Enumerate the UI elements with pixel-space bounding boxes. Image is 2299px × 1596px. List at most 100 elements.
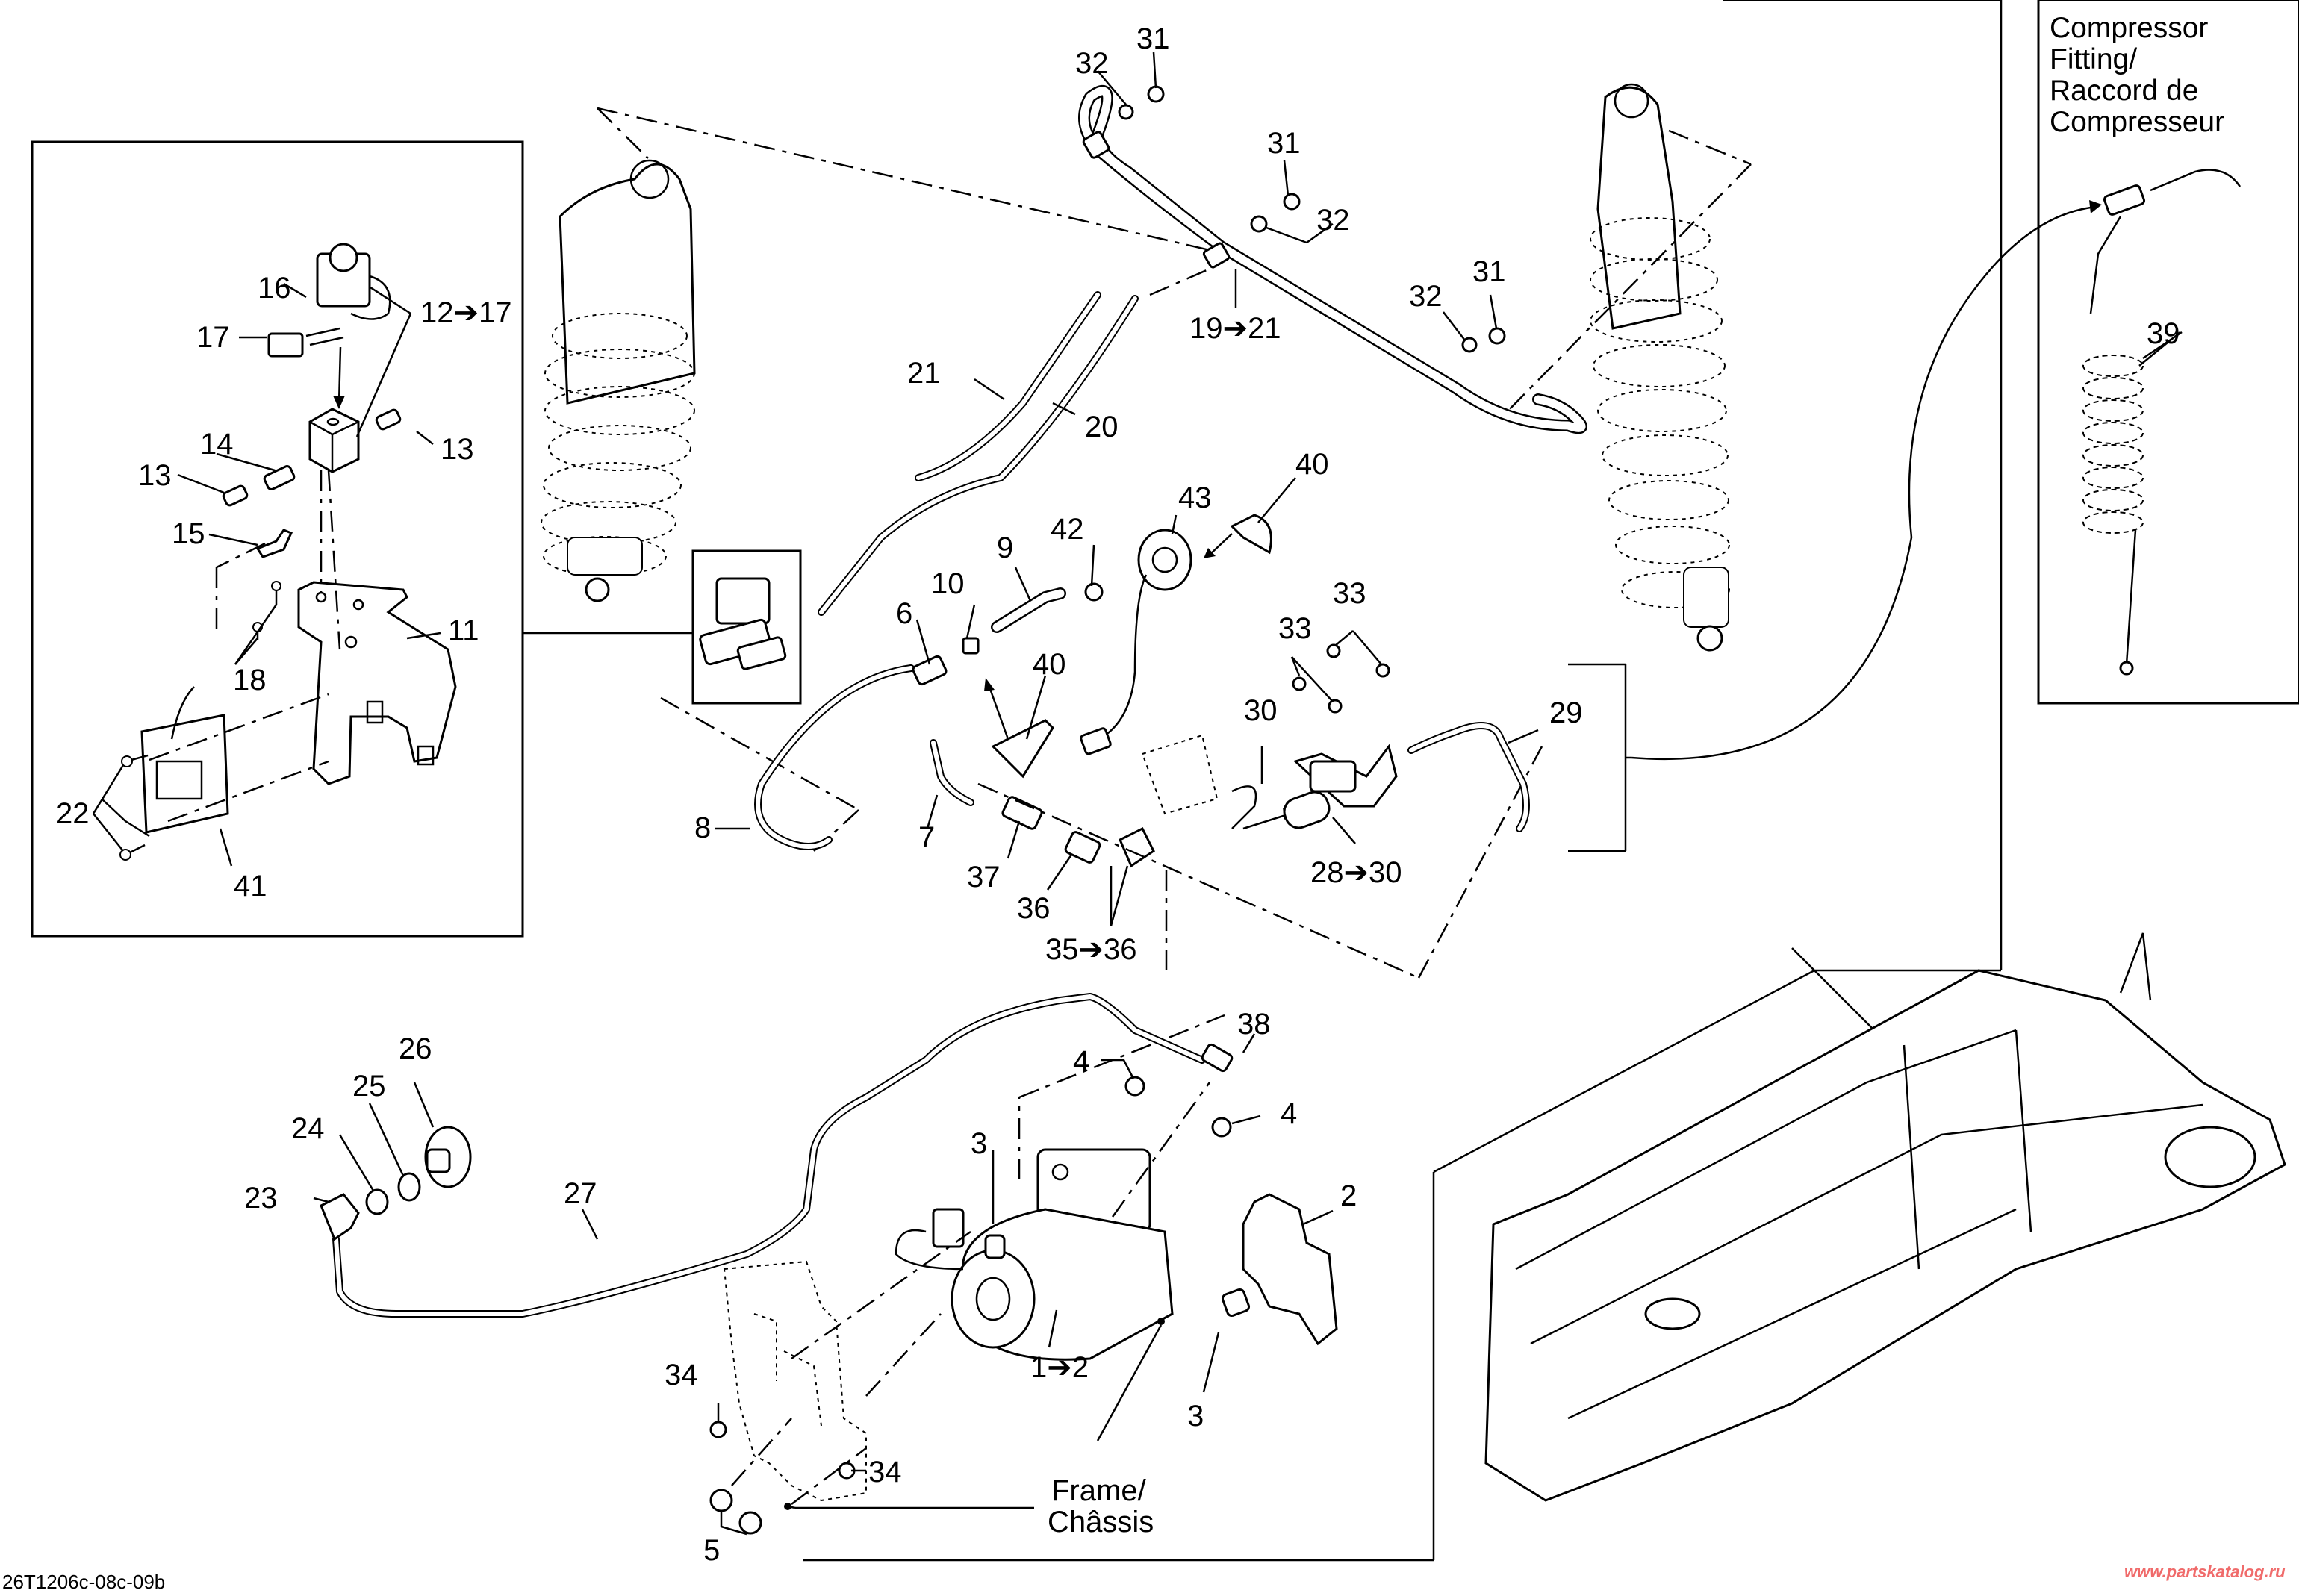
fitting-part	[375, 408, 402, 431]
compressor-fitting-title-3: Raccord de	[2050, 75, 2198, 107]
elbow-23	[320, 1193, 360, 1241]
callout-37: 37	[967, 861, 1001, 894]
callout-40a: 40	[1295, 448, 1329, 481]
tee-fitting-part	[1202, 242, 1231, 269]
fitting-part	[222, 484, 249, 507]
callout-2: 2	[1340, 1179, 1357, 1212]
callout-21: 21	[907, 357, 941, 390]
callout-5: 5	[703, 1534, 720, 1567]
callout-35-36: 35➔36	[1045, 933, 1137, 966]
valve-block-inset-frame	[31, 140, 524, 938]
valve-detail-frame	[691, 549, 802, 705]
callout-leaders	[313, 52, 2183, 1536]
sensor-mount-outline	[1141, 734, 1219, 815]
compressor-fitting-inset	[1723, 0, 2299, 970]
center-fittings	[754, 514, 1543, 979]
callout-12-17: 12➔17	[420, 296, 512, 329]
elbow-35	[1119, 826, 1155, 868]
nut-10	[962, 637, 980, 655]
callout-6: 6	[896, 597, 912, 630]
clip-40a	[1230, 514, 1272, 555]
callout-9: 9	[997, 532, 1013, 564]
callout-labels: 16 17 12➔17 14 13 13 15 11 18 22 41 32 3…	[2, 12, 2286, 1593]
frame-label-line-1: Frame/	[1051, 1474, 1147, 1507]
compressor-fitting-title-1: Compressor	[2050, 12, 2208, 44]
fitting-36	[1064, 831, 1101, 864]
callout-20: 20	[1085, 411, 1119, 443]
bolt-5a	[709, 1489, 733, 1512]
callout-30: 30	[1244, 694, 1278, 727]
callout-4b: 4	[1281, 1097, 1297, 1130]
valve-manifold-block	[308, 408, 360, 473]
vehicle-frame	[803, 932, 2286, 1562]
compressor-fitting-title-4: Compresseur	[2050, 106, 2224, 138]
callout-27: 27	[564, 1177, 597, 1210]
callout-39: 39	[2147, 317, 2180, 350]
clip-40b	[991, 719, 1054, 779]
elbow-38	[1201, 1043, 1234, 1073]
callout-14: 14	[200, 428, 234, 461]
callout-28-30: 28➔30	[1310, 856, 1402, 889]
bolt-3b	[1221, 1288, 1251, 1318]
callout-8: 8	[694, 811, 711, 844]
height-sensor-assembly	[1141, 200, 2102, 852]
clamp-42	[1084, 582, 1104, 602]
valve-detail-inset	[660, 549, 859, 852]
nut-34a	[709, 1421, 727, 1438]
callout-13b: 13	[138, 459, 172, 492]
left-shock-absorber	[541, 107, 1210, 602]
callout-41: 41	[234, 870, 267, 903]
callout-15: 15	[172, 517, 205, 550]
compressor-fitting-title-2: Fitting/	[2050, 43, 2137, 75]
callout-1-2: 1➔2	[1030, 1351, 1089, 1384]
frame-label-line-2: Châssis	[1048, 1506, 1154, 1539]
callout-3b: 3	[1187, 1400, 1204, 1433]
bolt-5b	[738, 1511, 762, 1535]
tee-fitting-6	[912, 655, 948, 686]
fitting-part	[263, 465, 296, 490]
callout-33a: 33	[1278, 612, 1312, 645]
callout-32a: 32	[1075, 47, 1109, 80]
control-module-part	[140, 686, 229, 834]
callout-25: 25	[352, 1070, 386, 1103]
callout-24: 24	[291, 1112, 325, 1145]
right-shock-absorber	[1500, 83, 1752, 652]
callout-26: 26	[399, 1032, 432, 1065]
callout-40b: 40	[1033, 648, 1066, 681]
callout-36: 36	[1017, 892, 1051, 925]
o-ring-25	[397, 1172, 421, 1202]
callout-17: 17	[196, 321, 230, 354]
compressor-motor	[895, 1014, 1251, 1361]
callout-33b: 33	[1333, 577, 1366, 610]
coiled-hose-part	[2082, 355, 2144, 534]
elbow-fitting-part	[255, 529, 293, 558]
washer-24	[365, 1188, 389, 1215]
callout-16: 16	[258, 272, 291, 305]
callout-7: 7	[918, 821, 935, 854]
air-filter-assembly	[320, 1126, 472, 1241]
callout-32c: 32	[1409, 280, 1443, 313]
callout-42: 42	[1051, 513, 1084, 546]
callout-31a: 31	[1136, 22, 1170, 55]
top-hose-assembly	[1078, 84, 1587, 434]
callout-32b: 32	[1316, 204, 1350, 237]
watermark: www.partskatalog.ru	[2124, 1562, 2286, 1581]
callout-3a: 3	[971, 1127, 987, 1160]
callout-29: 29	[1549, 696, 1583, 729]
callout-43: 43	[1178, 481, 1212, 514]
callout-38: 38	[1237, 1008, 1271, 1041]
nut-4b	[1211, 1117, 1232, 1138]
air-line-27	[332, 993, 1234, 1318]
compressor-fitting-frame	[2037, 0, 2299, 705]
drawing-code: 26T1206c-08c-09b	[2, 1571, 165, 1593]
pressure-sensor-43	[1137, 529, 1192, 591]
callout-11: 11	[448, 614, 479, 647]
callout-4a: 4	[1073, 1045, 1089, 1078]
callout-31b: 31	[1267, 127, 1301, 160]
callout-18: 18	[233, 664, 267, 696]
connector-part	[267, 332, 304, 358]
callout-13a: 13	[441, 433, 474, 466]
nut-4a	[1124, 1076, 1145, 1097]
